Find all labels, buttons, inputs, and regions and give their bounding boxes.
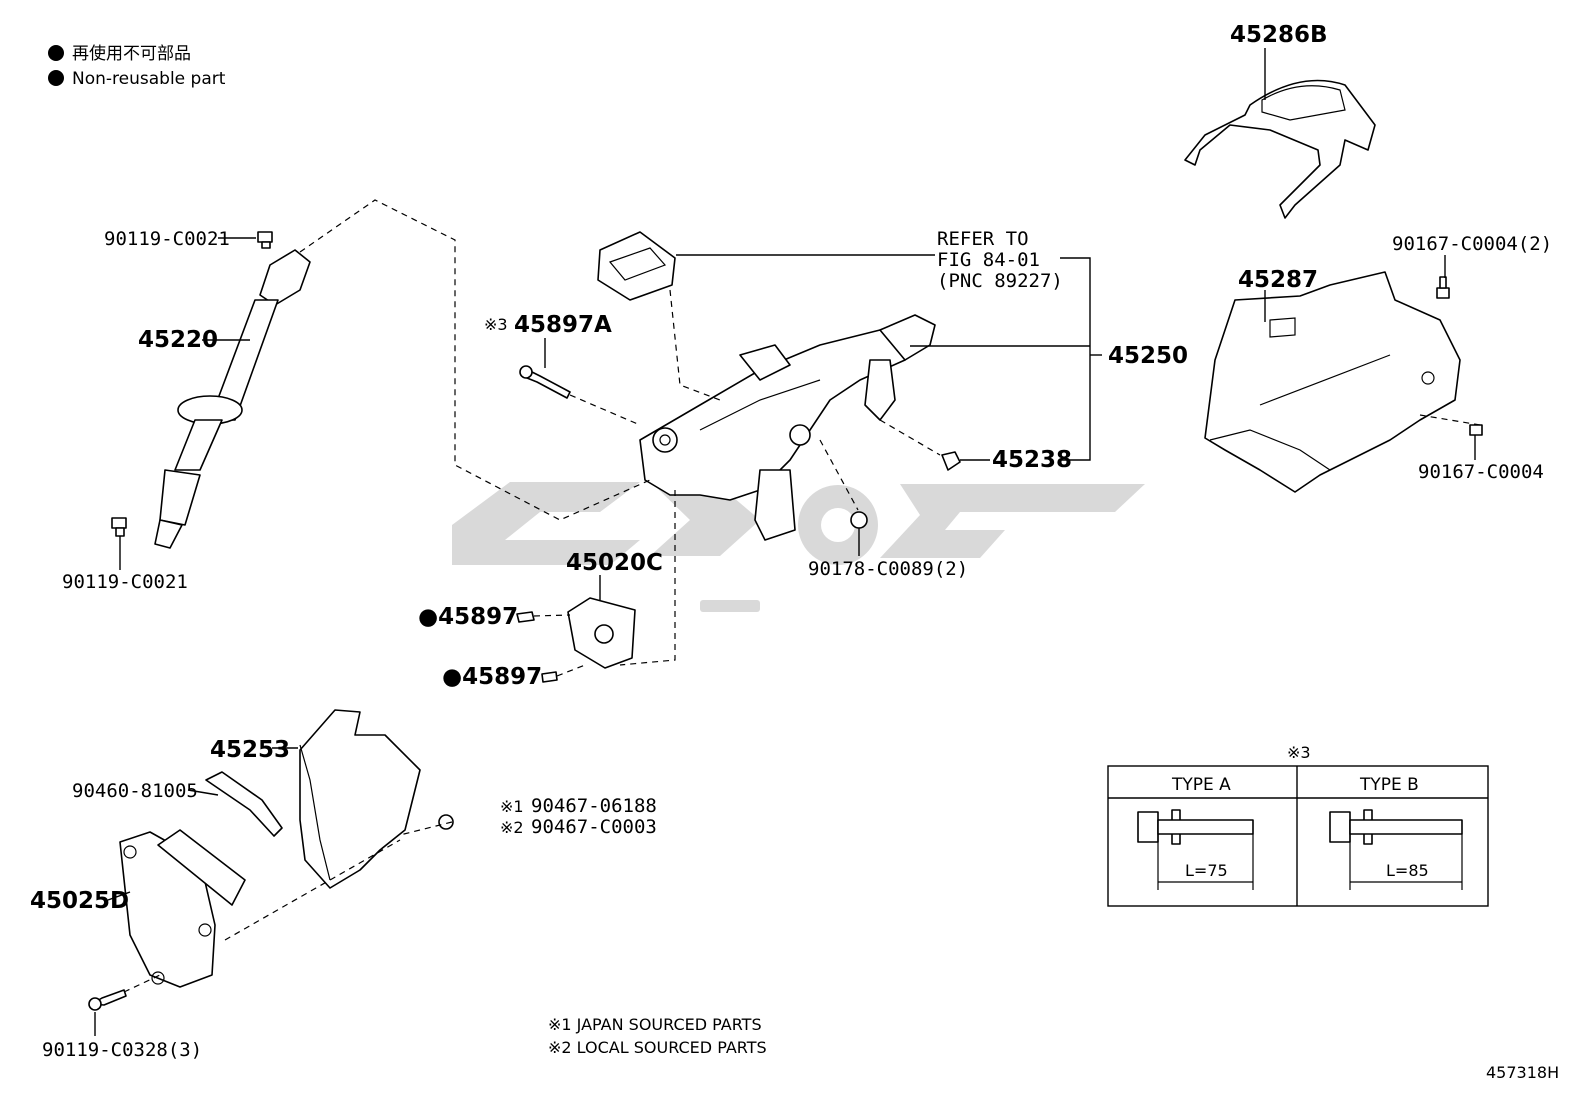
non-reusable-marker-icon	[48, 45, 64, 61]
bolt-icon	[519, 365, 571, 399]
bolt-icon	[1469, 424, 1483, 436]
label-90119-C0328-3: 90119-C0328(3)	[42, 1039, 202, 1061]
hole-cover-drawing	[299, 709, 421, 889]
intermediate-shaft-drawing	[154, 249, 311, 549]
figure-id: 457318H	[1486, 1063, 1559, 1082]
watermark-logo	[452, 482, 1145, 612]
table-col-type-a: TYPE A	[1171, 775, 1231, 795]
label-45287: 45287	[1238, 267, 1318, 293]
label-note-2-mark: ※2	[500, 818, 524, 837]
clamp-ring-drawing	[205, 771, 283, 837]
boot-drawing	[119, 829, 246, 988]
footnotes: ※1 JAPAN SOURCED PARTS ※2 LOCAL SOURCED …	[548, 1015, 767, 1057]
label-45286B: 45286B	[1230, 22, 1328, 48]
label-note-3-mark: ※3	[484, 315, 508, 334]
clip-icon	[941, 451, 961, 471]
table-note-mark: ※3	[1287, 743, 1311, 762]
callout-labels: 45286B 90119-C0021 45220 REFER TO FIG 84…	[30, 22, 1552, 1061]
steering-column-assembly-drawing	[639, 314, 936, 541]
label-90467-06188: 90467-06188	[531, 795, 657, 817]
label-90460-81005: 90460-81005	[72, 780, 198, 802]
label-45253: 45253	[210, 737, 290, 763]
label-refer-to: REFER TO	[937, 228, 1029, 250]
bolt-icon	[1436, 276, 1450, 299]
footnote-2: ※2 LOCAL SOURCED PARTS	[548, 1038, 767, 1057]
bolt-type-a-icon	[1137, 809, 1254, 890]
bolt-icon	[516, 611, 535, 623]
legend-en: Non-reusable part	[72, 69, 226, 89]
label-45025D: 45025D	[30, 888, 129, 914]
label-refer-fig: FIG 84-01	[937, 249, 1040, 271]
bolt-icon	[438, 814, 454, 830]
column-cover-upper-drawing	[1184, 79, 1376, 219]
label-90178-C0089-2: 90178-C0089(2)	[808, 558, 968, 580]
bolt-icon	[257, 231, 273, 249]
lock-bracket-drawing	[567, 597, 636, 669]
computer-module-drawing	[597, 231, 676, 301]
bolt-icon	[541, 671, 558, 683]
label-45238: 45238	[992, 447, 1072, 473]
bolt-icons	[88, 231, 1483, 1011]
bolt-icon	[850, 511, 868, 529]
label-90119-C0021-top: 90119-C0021	[104, 228, 230, 250]
bolt-type-b-icon	[1329, 809, 1463, 890]
label-45220: 45220	[138, 327, 218, 353]
footnote-1: ※1 JAPAN SOURCED PARTS	[548, 1015, 762, 1034]
table-col-type-b: TYPE B	[1359, 775, 1419, 795]
label-90119-C0021-bottom: 90119-C0021	[62, 571, 188, 593]
table-length-b: L=85	[1386, 861, 1429, 880]
label-45897-b: ●45897	[442, 664, 542, 690]
bolt-icon	[111, 517, 127, 537]
label-90167-C0004-2: 90167-C0004(2)	[1392, 233, 1552, 255]
label-note-1-mark: ※1	[500, 797, 524, 816]
leader-lines	[94, 48, 1476, 1036]
label-90167-C0004: 90167-C0004	[1418, 461, 1544, 483]
legend-jp: 再使用不可部品	[72, 43, 191, 64]
table-length-a: L=75	[1185, 861, 1228, 880]
bolt-type-table: ※3 TYPE A TYPE B L=75 L=85	[1107, 743, 1489, 907]
assembly-dashed-lines	[123, 199, 1481, 993]
label-45250: 45250	[1108, 343, 1188, 369]
bolt-icon	[88, 989, 127, 1011]
label-45897A: 45897A	[514, 312, 612, 338]
label-refer-pnc: (PNC 89227)	[937, 270, 1063, 292]
non-reusable-marker-icon	[48, 70, 64, 86]
label-45020C: 45020C	[566, 550, 663, 576]
label-45897-a: ●45897	[418, 604, 518, 630]
legend: 再使用不可部品 Non-reusable part	[48, 43, 226, 89]
label-90467-C0003: 90467-C0003	[531, 816, 657, 838]
column-cover-lower-drawing	[1204, 271, 1461, 493]
